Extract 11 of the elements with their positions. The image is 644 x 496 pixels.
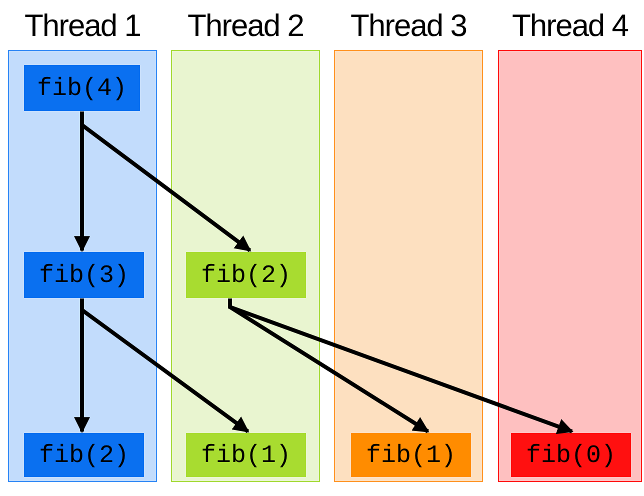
- call-box: fib(0): [511, 433, 631, 477]
- call-box: fib(2): [186, 252, 306, 298]
- call-box: fib(4): [24, 65, 140, 111]
- call-box: fib(2): [24, 433, 144, 477]
- column-heading: Thread 2: [186, 7, 305, 45]
- call-box: fib(3): [24, 252, 144, 298]
- call-box: fib(1): [186, 433, 306, 477]
- column-heading: Thread 1: [23, 7, 142, 45]
- call-box: fib(1): [351, 433, 471, 477]
- column-heading: Thread 3: [349, 7, 468, 45]
- column-heading: Thread 4: [510, 7, 630, 45]
